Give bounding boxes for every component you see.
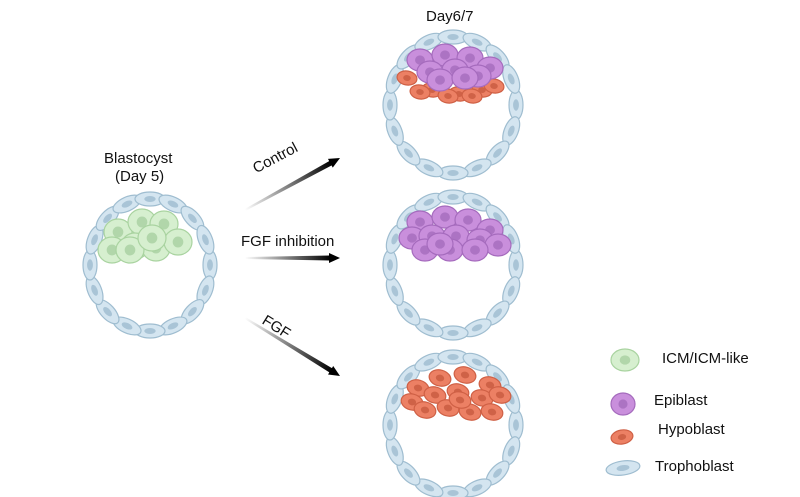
- icm-cell: [137, 224, 167, 252]
- trophoblast-cell: [508, 249, 524, 281]
- hypoblast-cell: [437, 88, 459, 104]
- hypoblast-cell: [448, 391, 472, 409]
- day67-label: Day6/7: [426, 8, 474, 25]
- epiblast-cell: [426, 232, 454, 256]
- trophoblast-cell: [382, 409, 398, 441]
- trophoblast-cell: [437, 349, 469, 365]
- icm-cell: [163, 228, 193, 256]
- trophoblast-cell: [82, 249, 98, 281]
- trophoblast-cell: [414, 192, 444, 212]
- hypoblast-cell: [488, 386, 512, 404]
- legend-label-epiblast: Epiblast: [654, 392, 708, 409]
- legend-label-hypoblast: Hypoblast: [658, 421, 725, 438]
- hypoblast-cell: [409, 84, 431, 100]
- trophoblast-cell: [385, 116, 404, 146]
- arrow-fgf: [244, 317, 341, 376]
- hypoblast-cell: [396, 70, 418, 86]
- epiblast-cell: [431, 205, 459, 229]
- trophoblast-cell: [437, 165, 469, 181]
- trophoblast-cell: [382, 89, 398, 121]
- trophoblast-cell: [196, 275, 215, 306]
- trophoblast-cell: [385, 436, 404, 466]
- trophoblast-cell: [196, 224, 215, 255]
- icm-cell: [115, 236, 145, 264]
- trophoblast-cell: [502, 64, 521, 94]
- hypoblast-cell: [480, 403, 504, 421]
- legend-trophoblast-icon: [605, 460, 641, 476]
- trophoblast-cell: [462, 318, 492, 338]
- trophoblast-cell: [502, 436, 521, 466]
- legend-hypoblast-icon: [610, 429, 634, 445]
- epiblast-cell: [461, 238, 489, 262]
- arrow-label-fgf-inhibition: FGF inhibition: [241, 233, 335, 250]
- trophoblast-cell: [508, 89, 524, 121]
- hypoblast-cell: [423, 386, 447, 404]
- epiblast-cell: [426, 68, 454, 92]
- hypoblast-cell: [428, 369, 452, 387]
- trophoblast-cell: [508, 409, 524, 441]
- trophoblast-cell: [502, 276, 521, 306]
- epiblast-cell: [484, 233, 512, 257]
- arrow-control: [244, 158, 340, 211]
- trophoblast-cell: [502, 116, 521, 146]
- hypoblast-cell: [461, 88, 483, 104]
- epiblast-cell: [451, 66, 479, 90]
- trophoblast-cell: [158, 316, 188, 336]
- legend-epiblast-icon: [610, 392, 636, 416]
- hypoblast-cell: [453, 366, 477, 384]
- trophoblast-cell: [437, 485, 469, 497]
- hypoblast-cell: [413, 401, 437, 419]
- trophoblast-cell: [385, 276, 404, 306]
- trophoblast-cell: [382, 249, 398, 281]
- trophoblast-cell: [462, 352, 492, 372]
- trophoblast-cell: [462, 158, 492, 178]
- hypoblast-cell: [470, 389, 494, 407]
- blastocyst-day-label: (Day 5): [115, 168, 165, 185]
- blastocyst-label: Blastocyst: [104, 150, 173, 167]
- legend-icm-icon: [610, 348, 640, 372]
- arrow-fgf-inhibition: [245, 253, 340, 263]
- trophoblast-cell: [85, 275, 104, 306]
- legend-label-trophoblast: Trophoblast: [655, 458, 734, 475]
- hypoblast-cell: [406, 379, 430, 397]
- legend-label-icm: ICM/ICM-like: [662, 350, 749, 367]
